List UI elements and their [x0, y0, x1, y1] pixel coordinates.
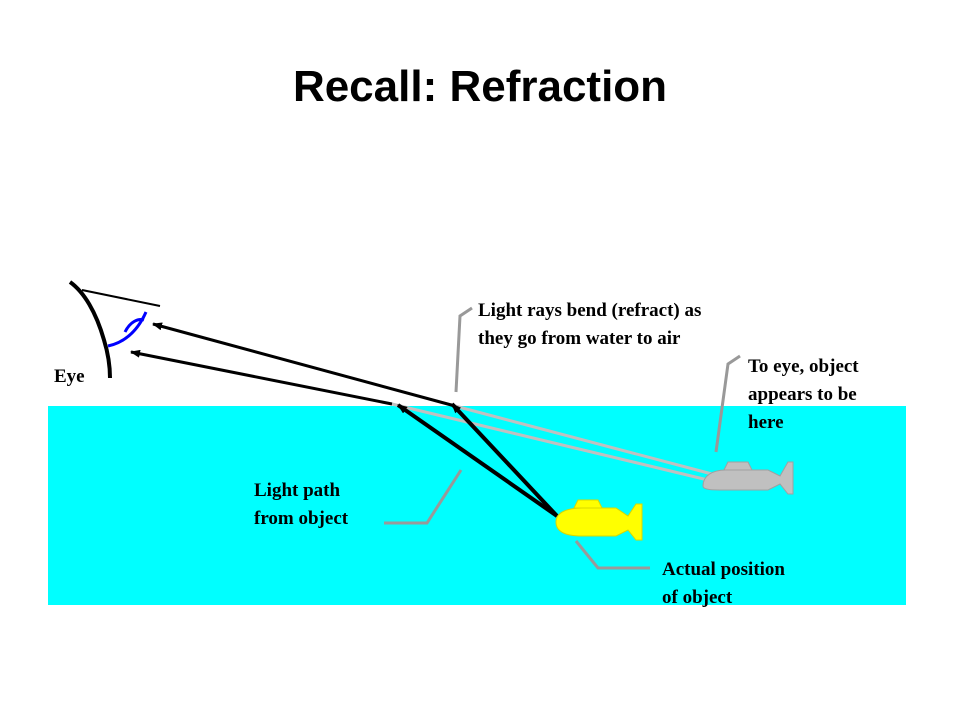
refraction-label-line1: Light rays bend (refract) as [478, 300, 701, 321]
actual-object-submarine-icon [555, 499, 643, 541]
apparent-leader [714, 354, 741, 453]
refraction-leader [454, 306, 473, 393]
actual-label-line1: Actual position [662, 559, 785, 580]
actual-label-line2: of object [662, 587, 733, 608]
apparent-object-submarine-icon [702, 461, 794, 495]
apparent-ray-lower [391, 402, 713, 483]
apparent-label-line2: appears to be [748, 384, 857, 405]
apparent-ray-upper [454, 404, 713, 476]
path-label-line2: from object [254, 508, 349, 529]
eye-icon [68, 280, 161, 379]
water-region [48, 406, 906, 605]
slide-title: Recall: Refraction [292, 62, 668, 111]
actual-leader [574, 540, 650, 570]
path-label-line1: Light path [254, 480, 340, 501]
air-ray-lower [130, 349, 393, 406]
apparent-label-line3: here [748, 412, 784, 433]
path-leader [384, 469, 463, 525]
eye-label: Eye [54, 366, 85, 387]
water-ray-upper [450, 402, 559, 518]
air-ray-upper [152, 322, 456, 408]
water-ray-lower [396, 403, 559, 518]
apparent-label-line1: To eye, object [748, 356, 859, 377]
refraction-label-line2: they go from water to air [478, 328, 681, 349]
